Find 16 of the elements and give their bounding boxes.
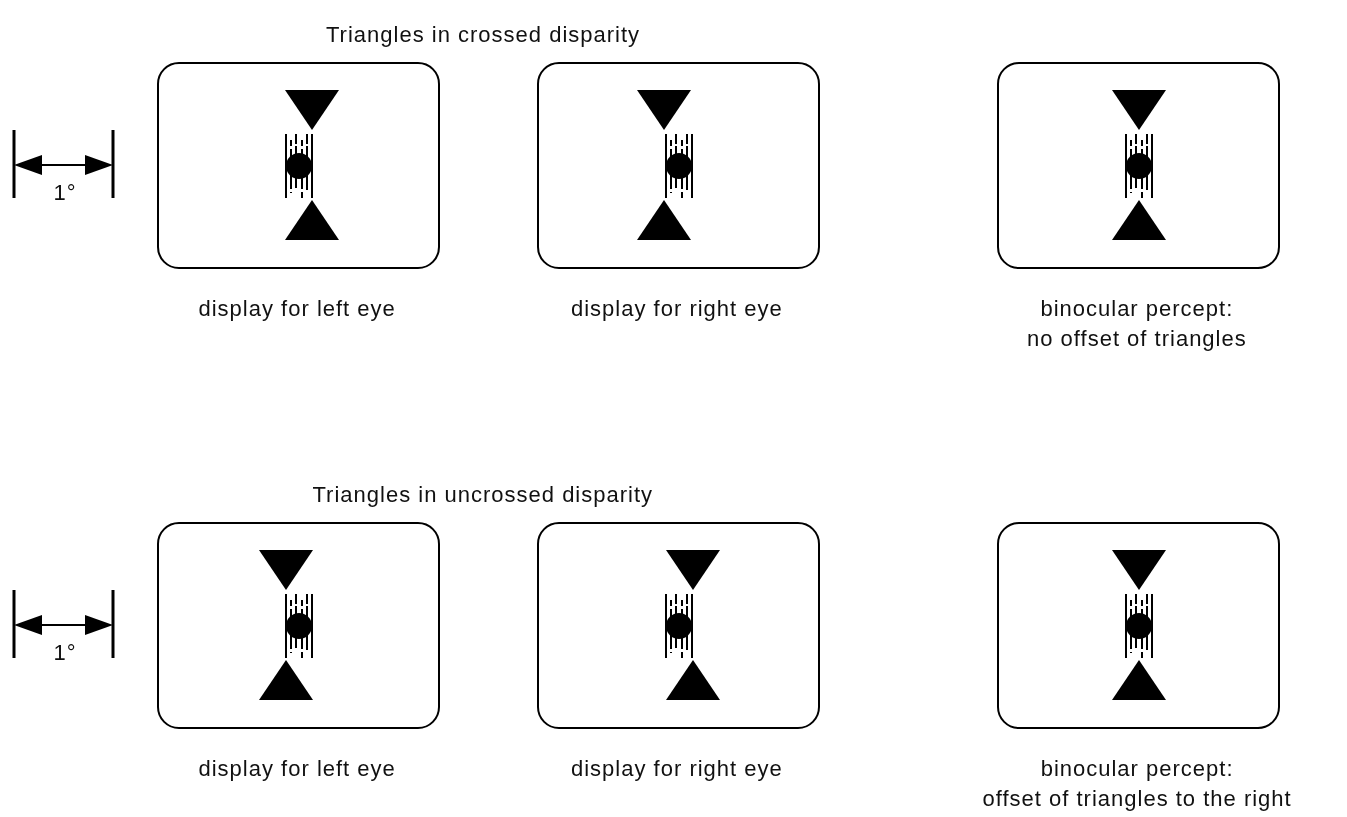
display-frame [537,522,820,729]
display-caption: binocular percept: no offset of triangles [1027,295,1247,353]
display-frame [997,522,1280,729]
display-frame [537,62,820,269]
display-caption: binocular percept: offset of triangles to the right [982,755,1292,813]
display-caption: display for right eye [571,295,783,323]
section-heading: Triangles in uncrossed disparity [312,481,654,509]
angle-label: 1° [53,179,77,207]
display-caption: display for left eye [198,295,396,323]
display-caption: display for left eye [198,755,396,783]
display-caption: display for right eye [571,755,783,783]
display-frame [997,62,1280,269]
section-heading: Triangles in crossed disparity [326,21,641,49]
display-frame [157,62,440,269]
display-frame [157,522,440,729]
angle-label: 1° [53,639,77,667]
